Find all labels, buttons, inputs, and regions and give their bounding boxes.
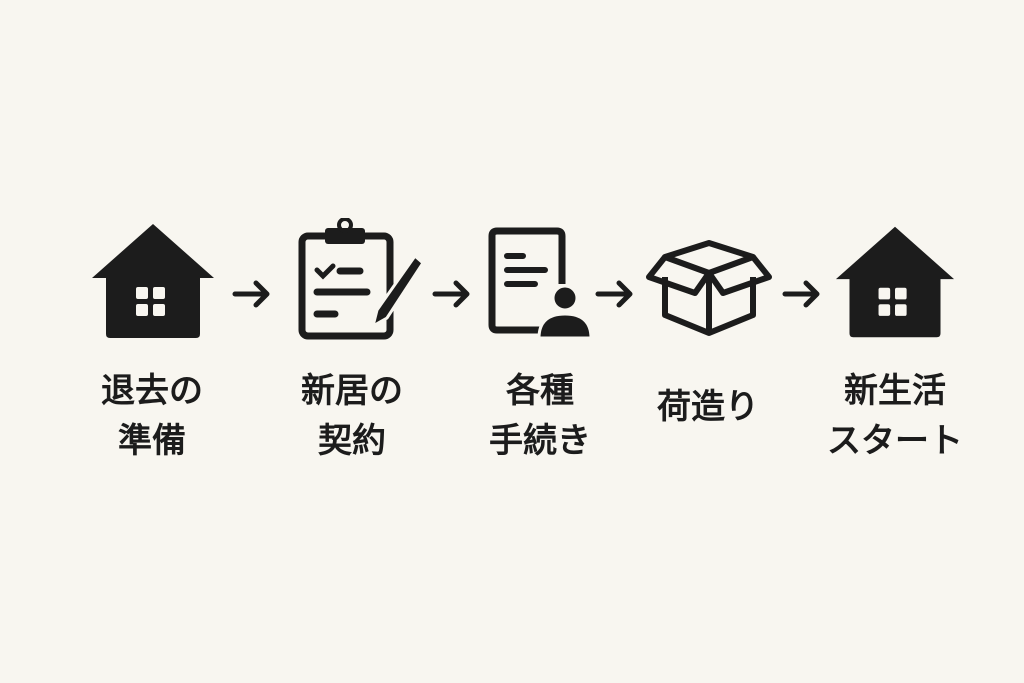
step-label-packing: 荷造り — [618, 382, 798, 432]
arrow-right-icon — [595, 280, 633, 308]
clipboard-pen-icon — [298, 218, 425, 340]
document-person-icon — [488, 227, 592, 340]
label-line: 契約 — [318, 421, 386, 461]
label-line: 新生活 — [844, 371, 946, 411]
label-line: 荷造り — [657, 387, 759, 427]
house-icon — [835, 226, 955, 338]
label-line: スタート — [827, 421, 963, 461]
arrow-right-icon — [232, 280, 270, 308]
step-label-move-out-prep: 退去の 準備 — [62, 366, 242, 466]
label-line: 準備 — [118, 421, 186, 461]
label-line: 新居の — [301, 371, 403, 411]
label-line: 退去の — [101, 371, 203, 411]
step-label-new-life-start: 新生活 スタート — [805, 366, 985, 466]
label-line: 各種 — [506, 371, 574, 411]
open-box-icon — [646, 240, 772, 336]
house-icon — [92, 224, 214, 338]
label-line: 手続き — [489, 421, 591, 461]
arrow-right-icon — [782, 280, 820, 308]
step-label-procedures: 各種 手続き — [450, 366, 630, 466]
arrow-right-icon — [432, 280, 470, 308]
step-label-new-home-contract: 新居の 契約 — [262, 366, 442, 466]
